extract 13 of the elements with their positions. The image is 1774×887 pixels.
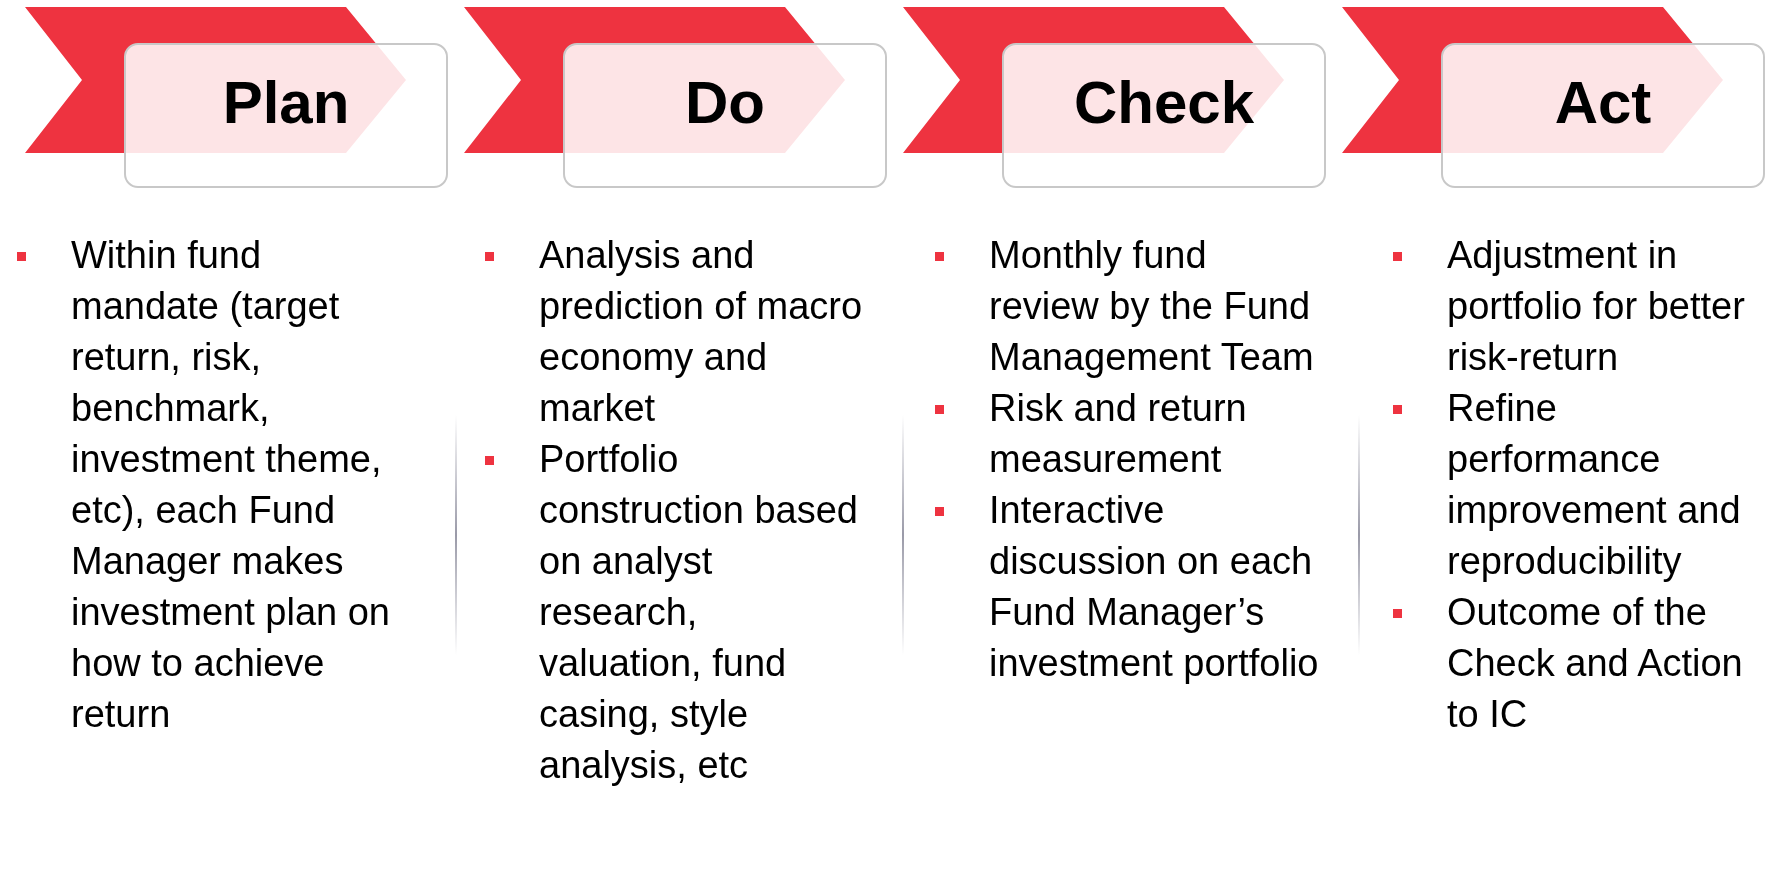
bullet-text: Adjustment in portfolio for better risk-return xyxy=(1447,233,1746,380)
step-heading: Do xyxy=(563,43,887,188)
bullet-text: Monthly fund review by the Fund Management Team xyxy=(989,233,1315,380)
bullet-text: Outcome of the Check and Action to IC xyxy=(1447,590,1744,737)
step-heading: Check xyxy=(1002,43,1326,188)
bullet-text: Risk and return measurement xyxy=(989,386,1248,482)
step-heading: Act xyxy=(1441,43,1765,188)
bullet-text: Interactive discussion on each Fund Manager’s investment portfolio xyxy=(989,488,1319,686)
bullet-text: Refine performance improvement and reproducibility xyxy=(1447,386,1742,584)
bullet-text: Analysis and prediction of macro economy and market xyxy=(539,233,864,431)
bullet-text: Portfolio construction based on analyst research, valuation, fund casing, style analysis, etc xyxy=(539,437,859,788)
bullet-text: Within fund mandate (target return, risk, benchmark, investment theme, etc), each Fund Manager makes investment plan on how to achieve return xyxy=(71,233,391,737)
step-heading: Plan xyxy=(124,43,448,188)
